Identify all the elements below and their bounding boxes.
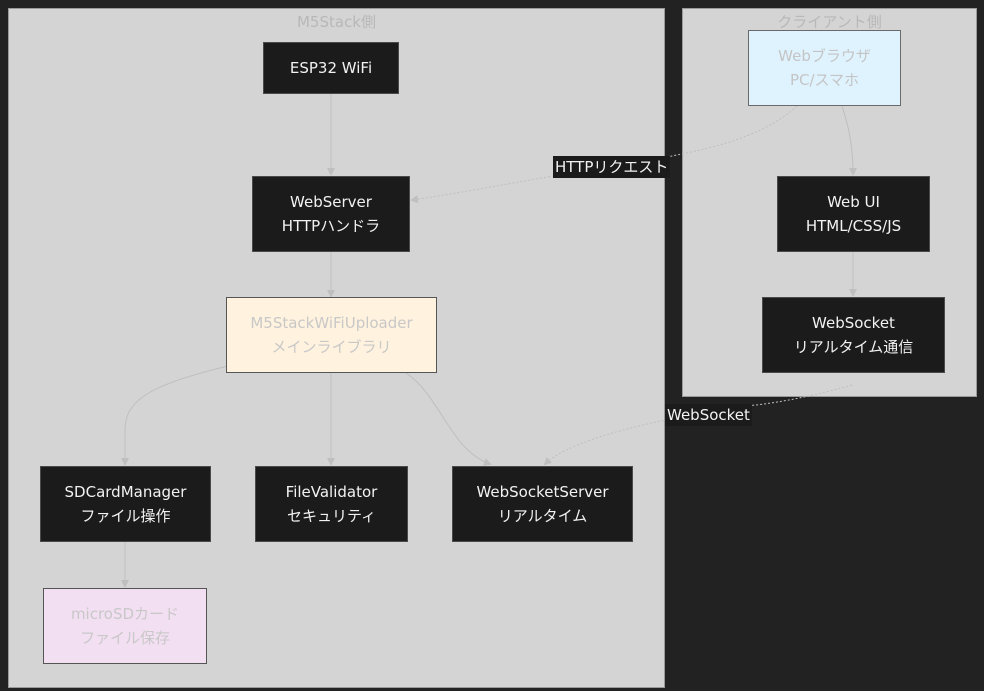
edge-label-http-request: HTTPリクエスト [553,156,671,178]
node-web-ui: Web UI HTML/CSS/JS [777,176,930,252]
node-webserver-title: WebServer [290,193,372,211]
node-websocket-client: WebSocket リアルタイム通信 [762,297,945,373]
node-wsclient-subtitle: リアルタイム通信 [793,338,914,356]
node-wsserver-title: WebSocketServer [476,483,609,501]
node-uploader-subtitle: メインライブラリ [271,338,392,356]
node-esp32-wifi: ESP32 WiFi [263,42,399,94]
node-webui-title: Web UI [827,193,880,211]
edge-browser-webserver [410,105,798,204]
node-wsserver-subtitle: リアルタイム [497,507,588,525]
node-wsclient-title: WebSocket [812,314,895,332]
node-sdcard-manager: SDCardManager ファイル操作 [40,466,211,542]
node-browser-title: Webブラウザ [778,47,871,65]
node-sdcard-title: SDCardManager [64,483,187,501]
edge-label-websocket: WebSocket [665,404,752,426]
m5stack-cluster-title: M5Stack側 [296,13,376,31]
node-webui-subtitle: HTML/CSS/JS [805,217,902,235]
node-uploader-title: M5StackWiFiUploader [250,314,413,332]
node-uploader-library: M5StackWiFiUploader メインライブラリ [226,297,437,373]
node-esp32-label: ESP32 WiFi [289,59,373,77]
edge-browser-webui [841,105,857,176]
node-web-browser: Webブラウザ PC/スマホ [748,30,901,106]
node-validator-subtitle: セキュリティ [286,507,377,525]
node-webserver-subtitle: HTTPハンドラ [281,217,381,235]
node-websocket-server: WebSocketServer リアルタイム [452,466,633,542]
client-cluster-title: クライアント側 [777,13,882,31]
node-validator-title: FileValidator [285,483,378,501]
node-sdcard-subtitle: ファイル操作 [80,507,171,525]
node-file-validator: FileValidator セキュリティ [255,466,408,542]
edge-uploader-sdcard [121,365,229,466]
node-browser-subtitle: PC/スマホ [789,71,860,89]
edge-uploader-wsserver [405,372,492,466]
node-microsd-title: microSDカード [70,605,180,623]
node-webserver: WebServer HTTPハンドラ [252,176,410,252]
node-microsd-subtitle: ファイル保存 [79,629,170,647]
node-microsd-card: microSDカード ファイル保存 [43,588,207,664]
